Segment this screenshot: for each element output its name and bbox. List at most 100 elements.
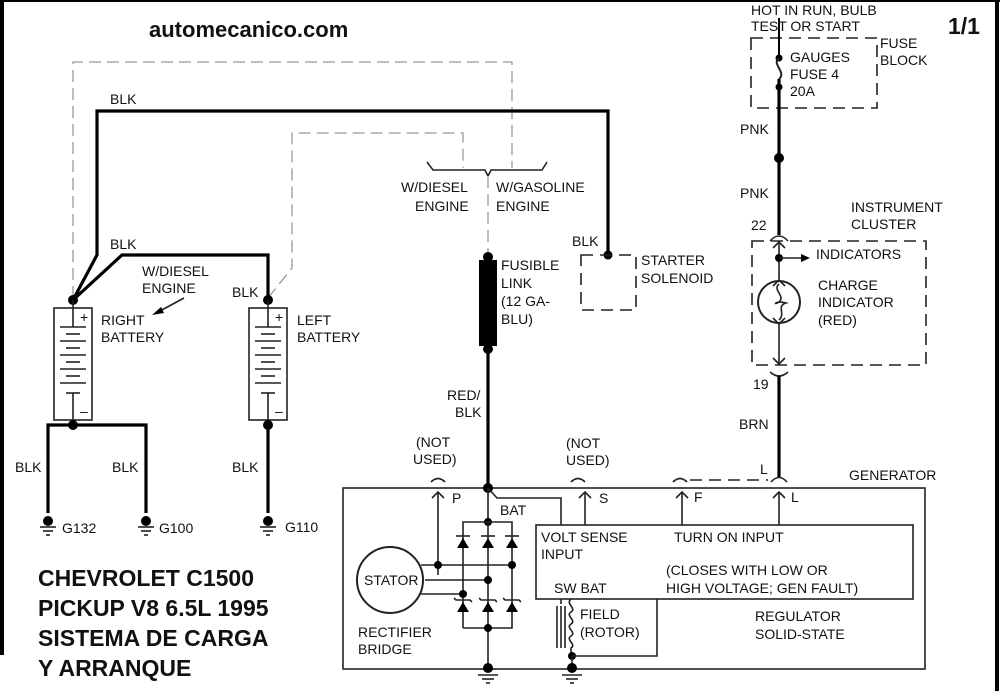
cluster-pin-19: 19 <box>753 376 769 392</box>
cluster-pin-22: 22 <box>751 217 767 233</box>
fuse-block-label-2: BLOCK <box>880 52 928 68</box>
instrument-cluster <box>751 235 927 478</box>
diesel-engine-label: W/DIESEL <box>401 179 468 195</box>
page-number: 1/1 <box>948 13 980 39</box>
title-line-2: PICKUP V8 6.5L 1995 <box>38 595 269 621</box>
fuse-supply-note: HOT IN RUN, BULB <box>751 2 877 18</box>
fuse-block-label: FUSE <box>880 35 917 51</box>
turn-on-label: TURN ON INPUT <box>674 529 784 545</box>
stator-label: STATOR <box>364 572 418 588</box>
diesel-engine-label-2: ENGINE <box>415 198 469 214</box>
ground-symbol-g100 <box>138 516 154 536</box>
wire-label-pnk-2: PNK <box>740 185 769 201</box>
volt-sense-label: VOLT SENSE <box>541 529 628 545</box>
starter-label: STARTER <box>641 252 705 268</box>
right-battery-label-2: BATTERY <box>101 329 165 345</box>
starter-solenoid <box>580 254 637 311</box>
field-label: FIELD <box>580 606 620 622</box>
fuse-rating: 20A <box>790 83 816 99</box>
ground-label-g132: G132 <box>62 520 96 536</box>
field-rotor <box>556 598 658 684</box>
gasoline-engine-label-2: ENGINE <box>496 198 550 214</box>
regulator-label: REGULATOR <box>755 608 841 624</box>
title-line-1: CHEVROLET C1500 <box>38 565 254 591</box>
gasoline-engine-label: W/GASOLINE <box>496 179 585 195</box>
fuse-name: GAUGES <box>790 49 850 65</box>
site-title: automecanico.com <box>149 17 348 42</box>
bat-terminal <box>483 483 562 525</box>
not-used-s-label-2: USED) <box>566 452 610 468</box>
generator-connectors <box>430 476 788 483</box>
fusible-link-label-4: BLU) <box>501 311 533 327</box>
volt-sense-label-2: INPUT <box>541 546 583 562</box>
right-battery-label: RIGHT <box>101 312 145 328</box>
terminal-s <box>578 490 592 525</box>
left-battery-minus: – <box>275 403 283 419</box>
fusible-link-label-3: (12 GA- <box>501 293 550 309</box>
right-battery-plus: + <box>80 309 88 325</box>
bat-label: BAT <box>500 502 527 518</box>
wire-label-pnk-1: PNK <box>740 121 769 137</box>
wire-label-brn: BRN <box>739 416 769 432</box>
not-used-p-label-2: USED) <box>413 451 457 467</box>
fuse-number: FUSE 4 <box>790 66 839 82</box>
blk-battery-link-wire <box>71 253 270 302</box>
ground-label-g110: G110 <box>285 519 318 535</box>
fusible-link-label: FUSIBLE <box>501 257 559 273</box>
fuse-supply-note-2: TEST OR START <box>751 18 860 34</box>
ground-wires <box>46 423 270 513</box>
wire-label-red-blk: RED/ <box>447 387 481 403</box>
left-battery-label-2: BATTERY <box>297 329 361 345</box>
charge-indicator-label-2: INDICATOR <box>818 294 894 310</box>
regulator-label-2: SOLID-STATE <box>755 626 845 642</box>
l-connector-label: L <box>760 461 768 477</box>
engine-option-brace <box>426 161 548 255</box>
stator <box>356 546 424 614</box>
wire-label-blk-left: BLK <box>232 284 259 300</box>
wire-label-blk-top: BLK <box>110 91 137 107</box>
cluster-label-2: CLUSTER <box>851 216 916 232</box>
field-label-2: (ROTOR) <box>580 624 640 640</box>
not-used-s-label: (NOT <box>566 435 601 451</box>
closes-label: (CLOSES WITH LOW OR <box>666 562 828 578</box>
terminal-p-label: P <box>452 490 461 506</box>
generator-label: GENERATOR <box>849 467 936 483</box>
indicators-label: INDICATORS <box>816 246 901 262</box>
wire-label-blk-g132: BLK <box>15 459 42 475</box>
fusible-link-label-2: LINK <box>501 275 533 291</box>
right-battery-minus: – <box>80 403 88 419</box>
right-battery <box>53 295 93 430</box>
rectifier-label-2: BRIDGE <box>358 641 412 657</box>
sw-bat-label: SW BAT <box>554 580 607 596</box>
terminal-l-label: L <box>791 489 799 505</box>
title-line-4: Y ARRANQUE <box>38 655 191 681</box>
charge-indicator-label: CHARGE <box>818 277 878 293</box>
terminal-s-label: S <box>599 490 608 506</box>
wire-label-red-blk-2: BLK <box>455 404 482 420</box>
diesel-note-label: W/DIESEL <box>142 263 209 279</box>
ground-symbol-g110 <box>260 516 276 536</box>
starter-label-2: SOLENOID <box>641 270 713 286</box>
ground-label-g100: G100 <box>159 520 193 536</box>
rectifier-bridge <box>421 518 522 684</box>
regulator-box <box>535 524 914 600</box>
wire-label-blk-diesel: BLK <box>110 236 137 252</box>
title-line-3: SISTEMA DE CARGA <box>38 625 268 651</box>
wire-label-blk-g100: BLK <box>112 459 139 475</box>
left-battery-plus: + <box>275 309 283 325</box>
left-battery <box>248 295 288 430</box>
left-battery-label: LEFT <box>297 312 332 328</box>
cluster-label: INSTRUMENT <box>851 199 943 215</box>
wire-label-blk-g110: BLK <box>232 459 259 475</box>
wire-label-blk-starter: BLK <box>572 233 599 249</box>
rectifier-label: RECTIFIER <box>358 624 432 640</box>
terminal-f-label: F <box>694 489 703 505</box>
ground-symbol-g132 <box>40 516 56 536</box>
fusible-link <box>479 252 497 488</box>
closes-label-2: HIGH VOLTAGE; GEN FAULT) <box>666 580 858 596</box>
title-block: CHEVROLET C1500 PICKUP V8 6.5L 1995 SIST… <box>38 565 269 681</box>
charge-indicator-label-3: (RED) <box>818 312 857 328</box>
terminal-f <box>675 490 689 525</box>
